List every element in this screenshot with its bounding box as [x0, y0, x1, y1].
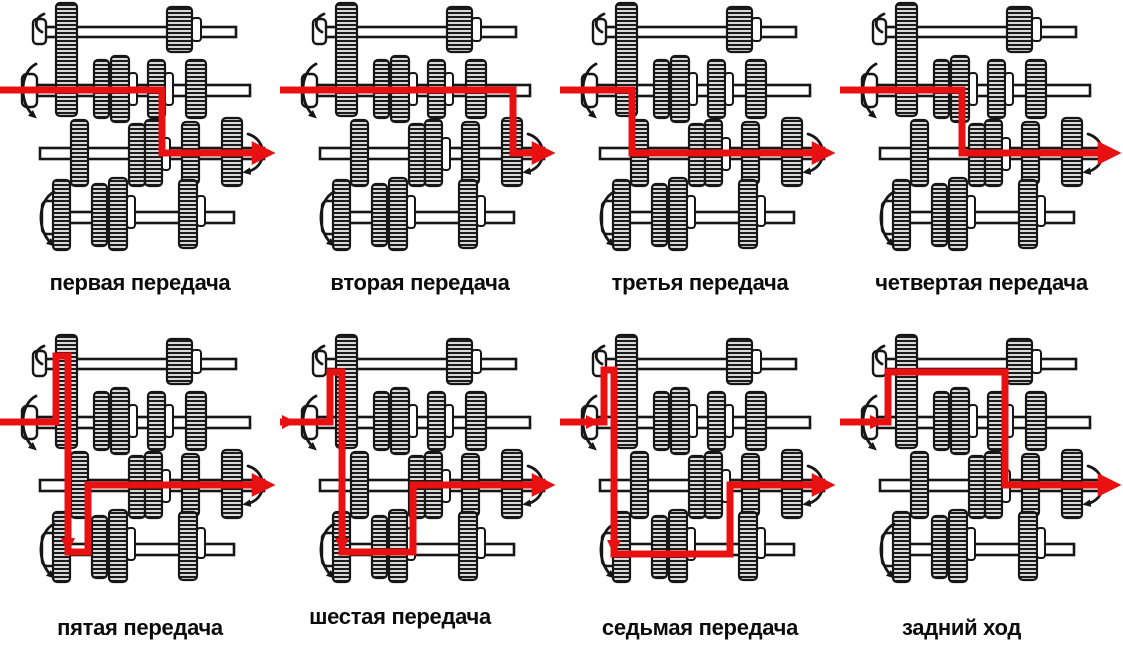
power-flow-entry-arrow [870, 415, 885, 429]
power-flow-path [280, 368, 556, 556]
gear-caption: вторая передача [330, 270, 510, 295]
panel-second-gear: вторая передача [280, 0, 560, 316]
power-flow-path [840, 86, 1122, 165]
panel-sixth-gear: шестая передача [280, 316, 560, 656]
panel-seventh-gear: седьмая передача [560, 316, 840, 656]
panel-fourth-gear: четвертая передача [840, 0, 1123, 316]
panel-first-gear: первая передача [0, 0, 280, 316]
power-flow-corner-arrow [61, 538, 75, 553]
gearbox-schematic [280, 0, 556, 250]
power-flow-corner-arrow [607, 540, 621, 555]
power-flow-path [560, 86, 836, 165]
gear-caption: первая передача [49, 270, 231, 295]
power-flow-entry-arrow [282, 415, 296, 429]
gearbox-schematic [840, 0, 1122, 250]
gearbox-schematic [280, 332, 556, 582]
gearbox-schematic [0, 0, 276, 250]
power-flow-corner-arrow [335, 538, 349, 553]
gear-caption: четвертая передача [875, 270, 1088, 295]
power-flow-path [560, 366, 836, 558]
gearbox-schematic [0, 332, 276, 582]
power-flow-path [280, 86, 556, 165]
gear-caption: третья передача [611, 270, 789, 295]
panel-third-gear: третья передача [560, 0, 840, 316]
gear-caption: шестая передача [309, 604, 491, 629]
gear-caption: пятая передача [57, 615, 223, 640]
panel-fifth-gear: пятая передача [0, 316, 280, 656]
gear-caption: задний ход [901, 615, 1022, 640]
gearbox-schematic [560, 332, 836, 582]
gear-caption: седьмая передача [601, 615, 799, 640]
gearbox-schematic [840, 332, 1122, 582]
gearbox-schematic [560, 0, 836, 250]
power-flow-entry-arrow [586, 415, 600, 429]
power-flow-path [0, 86, 276, 165]
panel-reverse-gear: задний ход [840, 316, 1123, 656]
power-flow-path [0, 352, 276, 556]
